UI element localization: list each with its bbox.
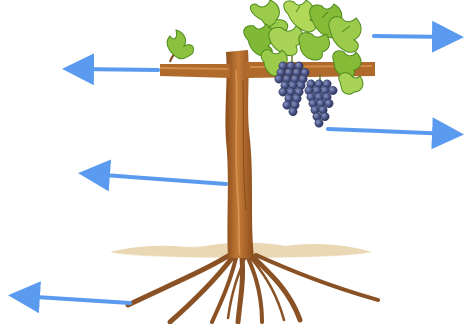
trunk: [225, 50, 254, 258]
cordon-arm-left: [160, 48, 230, 78]
grape-berry: [325, 99, 333, 107]
grape-berry: [283, 101, 291, 109]
roots: [128, 255, 378, 322]
grape-berry: [289, 107, 297, 115]
grape-berry: [321, 112, 329, 120]
grape-berry: [329, 86, 337, 94]
pointer-grapes: [328, 129, 452, 134]
grape-berry: [275, 75, 283, 83]
pointer-roots: [20, 296, 130, 303]
pointer-trunk: [90, 174, 226, 184]
pointer-leaves: [374, 36, 452, 37]
small-leaf: [167, 30, 193, 59]
pointer-arm: [74, 69, 158, 70]
grape-berry: [279, 88, 287, 96]
grape-berry: [315, 119, 323, 127]
